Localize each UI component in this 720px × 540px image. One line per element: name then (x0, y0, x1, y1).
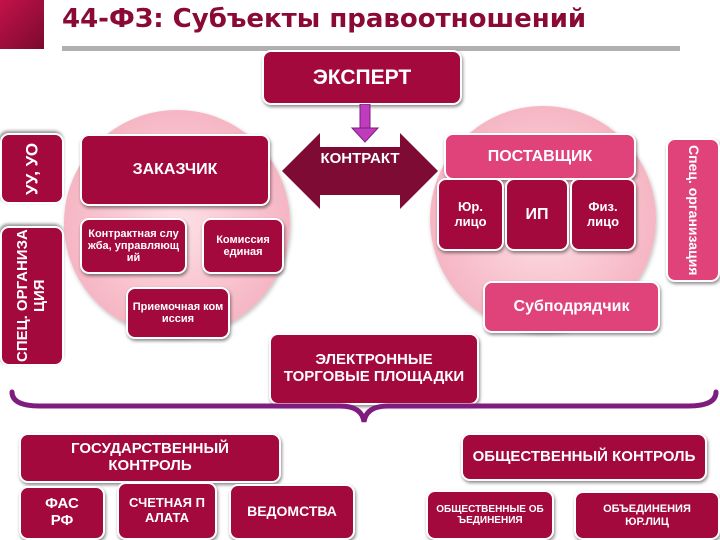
public-associations-box: ОБЩЕСТВЕННЫЕ ОБЪЕДИНЕНИЯ (426, 490, 554, 540)
legal-entity-box: Юр. лицо (437, 178, 504, 251)
subcontractor-box: Субподрядчик (483, 281, 660, 333)
page-title: 44-ФЗ: Субъекты правоотношений (62, 4, 587, 34)
ip-box: ИП (505, 178, 569, 251)
acceptance-commission-box: Приемочная комиссия (126, 287, 230, 339)
spec-org-left-box: СПЕЦ. ОРГАНИЗАЦИЯ (0, 226, 64, 366)
curly-brace-icon (9, 389, 719, 423)
uu-uo-box: УУ, УО (0, 133, 64, 204)
accounts-chamber-box: СЧЕТНАЯ ПАЛАТА (117, 482, 217, 540)
spec-org-right-box: Спец. организация (666, 138, 720, 282)
contract-service-box: Контрактная служба, управляющий (80, 218, 187, 274)
public-control-box: ОБЩЕСТВЕННЫЙ КОНТРОЛЬ (461, 433, 707, 481)
title-square (0, 0, 44, 49)
fas-box: ФАС РФ (19, 486, 105, 540)
contract-label: КОНТРАКТ (320, 150, 400, 167)
down-arrow-icon (350, 104, 380, 143)
customer-box: ЗАКАЗЧИК (80, 134, 270, 206)
title-underline (62, 46, 680, 51)
legal-associations-box: ОБЪЕДИНЕНИЯ ЮР.ЛИЦ (574, 491, 720, 540)
supplier-box: ПОСТАВЩИК (444, 133, 636, 180)
etp-box: ЭЛЕКТРОННЫЕ ТОРГОВЫЕ ПЛОЩАДКИ (269, 333, 479, 405)
commission-box: Комиссия единая (202, 218, 284, 274)
contract-double-arrow-icon (282, 133, 438, 209)
expert-box: ЭКСПЕРТ (262, 50, 462, 105)
individual-box: Физ. лицо (570, 178, 636, 251)
departments-box: ВЕДОМСТВА (229, 484, 355, 540)
state-control-box: ГОСУДАРСТВЕННЫЙ КОНТРОЛЬ (19, 433, 281, 483)
